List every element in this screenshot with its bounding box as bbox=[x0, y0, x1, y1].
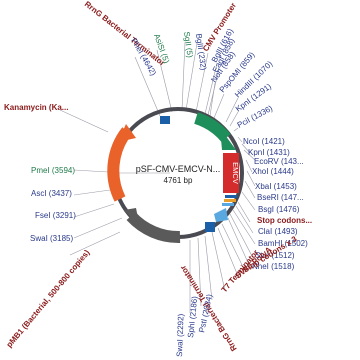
label-t7-terminator: T7 Terminator bbox=[220, 248, 261, 294]
pmb1-arrow-head bbox=[124, 208, 140, 228]
leader-lines bbox=[59, 41, 256, 313]
emcv-label: EMCV bbox=[231, 162, 240, 184]
label-pmb1: pMB1 (Bacterial, 500-800 copies) bbox=[5, 248, 92, 349]
label-clai: ClaI (1493) bbox=[258, 227, 298, 236]
label-bseri: BseRI (147... bbox=[257, 193, 304, 202]
label-xhoi: XhoI (1444) bbox=[252, 167, 294, 176]
small-feature-blue-1 bbox=[205, 222, 215, 232]
emcv-feature bbox=[223, 153, 239, 193]
label-stop-codons: Stop codons... bbox=[257, 216, 312, 225]
label-sgii: SgII (5) bbox=[182, 31, 195, 59]
pmb1-feature bbox=[126, 211, 181, 243]
label-fsei: FseI (3291) bbox=[35, 211, 76, 220]
label-swai-3185: SwaI (3185) bbox=[30, 234, 73, 243]
small-feature-lightblue bbox=[214, 208, 228, 222]
label-bamhi: BamHI (1502) bbox=[258, 239, 308, 248]
label-kanamycin: Kanamycin (Ka... bbox=[4, 103, 68, 112]
label-swai-2292: SwaI (2292) bbox=[175, 313, 186, 357]
label-kpni-1431: KpnI (1431) bbox=[248, 148, 290, 157]
label-ecorv: EcoRV (143... bbox=[254, 157, 304, 166]
label-rrng-top: RrnG Bacterial Terminator bbox=[83, 0, 167, 68]
small-feature-blue-2 bbox=[160, 116, 170, 124]
kanamycin-arrow-head bbox=[118, 124, 136, 142]
plasmid-length: 4761 bp bbox=[164, 176, 193, 185]
small-feature-b bbox=[224, 199, 236, 202]
label-ncoi: NcoI (1421) bbox=[243, 137, 285, 146]
label-sphi: SphI (2186) bbox=[186, 295, 199, 338]
label-stui: StuI (1512) bbox=[255, 251, 295, 260]
label-pmei: PmeI (3594) bbox=[31, 166, 75, 175]
label-nhei: NheI (1518) bbox=[252, 262, 295, 271]
small-feature-c bbox=[222, 203, 234, 206]
label-asci: AscI (3437) bbox=[31, 189, 72, 198]
cmv-promoter-arrow-head bbox=[220, 128, 236, 150]
label-xbai: XbaI (1453) bbox=[255, 182, 297, 191]
label-bsgi: BsgI (1476) bbox=[258, 205, 300, 214]
small-feature-a bbox=[225, 195, 237, 198]
plasmid-name: pSF-CMV-EMCV-N... bbox=[136, 164, 221, 174]
